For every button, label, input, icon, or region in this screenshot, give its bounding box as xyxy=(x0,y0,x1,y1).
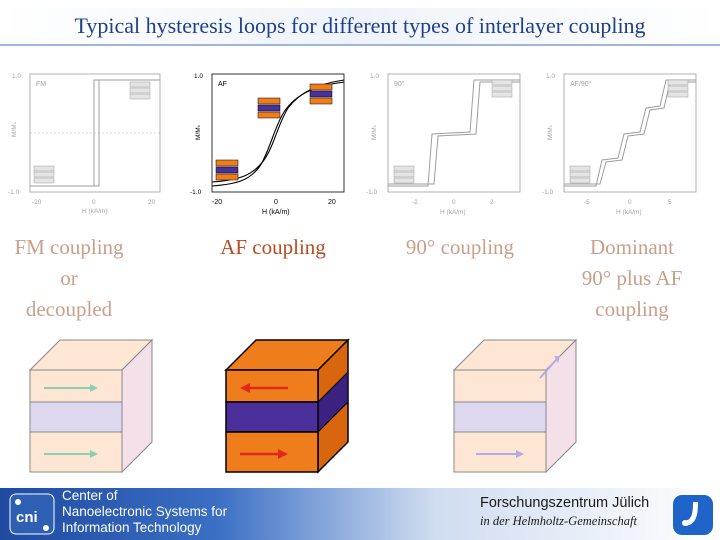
slide-title: Typical hysteresis loops for different t… xyxy=(0,8,720,46)
fzj-logo xyxy=(672,494,714,536)
y-tick-top: 1.0 xyxy=(194,73,203,80)
y-axis-label: M/Mₛ xyxy=(11,121,18,137)
y-axis-label: M/Mₛ xyxy=(547,124,554,140)
plot-label: 90° xyxy=(394,80,405,88)
footer-fzj-title: Forschungszentrum Jülich xyxy=(480,495,650,511)
x-tick: 5 xyxy=(668,199,672,206)
x-axis-label: H (kA/m) xyxy=(616,209,642,216)
plot-label: FM xyxy=(36,81,46,88)
y-tick-bottom: -1.0 xyxy=(542,189,554,196)
footer-institute-name: Center of Nanoelectronic Systems for Inf… xyxy=(62,488,227,536)
caption-line: 90° plus AF xyxy=(560,263,704,294)
x-tick: -20 xyxy=(32,199,42,206)
y-tick-top: 1.0 xyxy=(370,73,379,80)
layer-stack-af xyxy=(214,330,354,480)
y-tick-bottom: -1.0 xyxy=(366,189,378,196)
x-tick: 0 xyxy=(452,199,456,206)
x-tick: 0 xyxy=(628,199,632,206)
caption-90: 90° coupling xyxy=(405,235,515,259)
y-axis-label: M/Mₛ xyxy=(195,124,202,140)
caption-line: or xyxy=(60,266,78,290)
hysteresis-plot-fm: FM 1.0 -1.0 M/Mₛ -20 0 20 H (kA/m) xyxy=(2,62,172,222)
cni-logo: cni xyxy=(8,492,56,536)
caption-segment: 90° plus xyxy=(581,266,656,290)
x-axis-label: H (kA/m) xyxy=(82,208,108,215)
hysteresis-plot-af-90: AF/90° 1.0 -1.0 M/Mₛ -5 0 5 H (kA/m) xyxy=(540,62,710,222)
caption-line: FM coupling xyxy=(14,235,124,259)
hysteresis-plot-af: AF 1.0 -1.0 M/Mₛ -20 0 20 H (kA/m) xyxy=(188,62,358,222)
caption-line: decoupled xyxy=(25,297,113,321)
caption-fm: FM coupling or decoupled xyxy=(0,232,138,325)
x-tick: 2 xyxy=(490,199,494,206)
layer-stack-fm xyxy=(18,330,158,480)
footer-fzj-name: Forschungszentrum Jülich in der Helmholt… xyxy=(480,494,649,530)
cni-logo-text: cni xyxy=(16,509,38,526)
y-tick-bottom: -1.0 xyxy=(8,189,20,196)
x-tick: -20 xyxy=(212,199,222,206)
footer-line: Center of xyxy=(62,488,118,503)
plot-label: AF xyxy=(218,81,227,88)
layer-stack-90 xyxy=(442,330,582,480)
x-tick: -2 xyxy=(412,199,418,206)
y-tick-top: 1.0 xyxy=(12,73,21,80)
x-tick: 0 xyxy=(92,199,96,206)
caption-af-word: AF xyxy=(655,266,683,290)
x-tick: 0 xyxy=(274,199,278,206)
caption-dominant: Dominant 90° plus AF coupling xyxy=(560,232,704,325)
plot-label: AF/90° xyxy=(570,80,592,88)
x-tick: 20 xyxy=(148,199,156,206)
footer-line: Information Technology xyxy=(62,520,202,535)
caption-line: coupling xyxy=(595,297,669,321)
hysteresis-plot-90: 90° 1.0 -1.0 M/Mₛ -2 0 2 H (kA/m) xyxy=(362,62,532,222)
y-axis-label: M/Mₛ xyxy=(371,124,378,140)
x-tick: 20 xyxy=(328,199,336,206)
y-tick-bottom: -1.0 xyxy=(190,189,202,196)
x-tick: -5 xyxy=(584,199,590,206)
caption-af: AF coupling xyxy=(220,235,326,259)
x-axis-label: H (kA/m) xyxy=(440,209,466,216)
footer-fzj-subtitle: in der Helmholtz-Gemeinschaft xyxy=(480,514,637,528)
y-tick-top: 1.0 xyxy=(546,73,555,80)
footer-line: Nanoelectronic Systems for xyxy=(62,504,228,519)
x-axis-label: H (kA/m) xyxy=(262,209,290,216)
footer-band xyxy=(0,488,720,540)
caption-line: Dominant xyxy=(590,235,674,259)
